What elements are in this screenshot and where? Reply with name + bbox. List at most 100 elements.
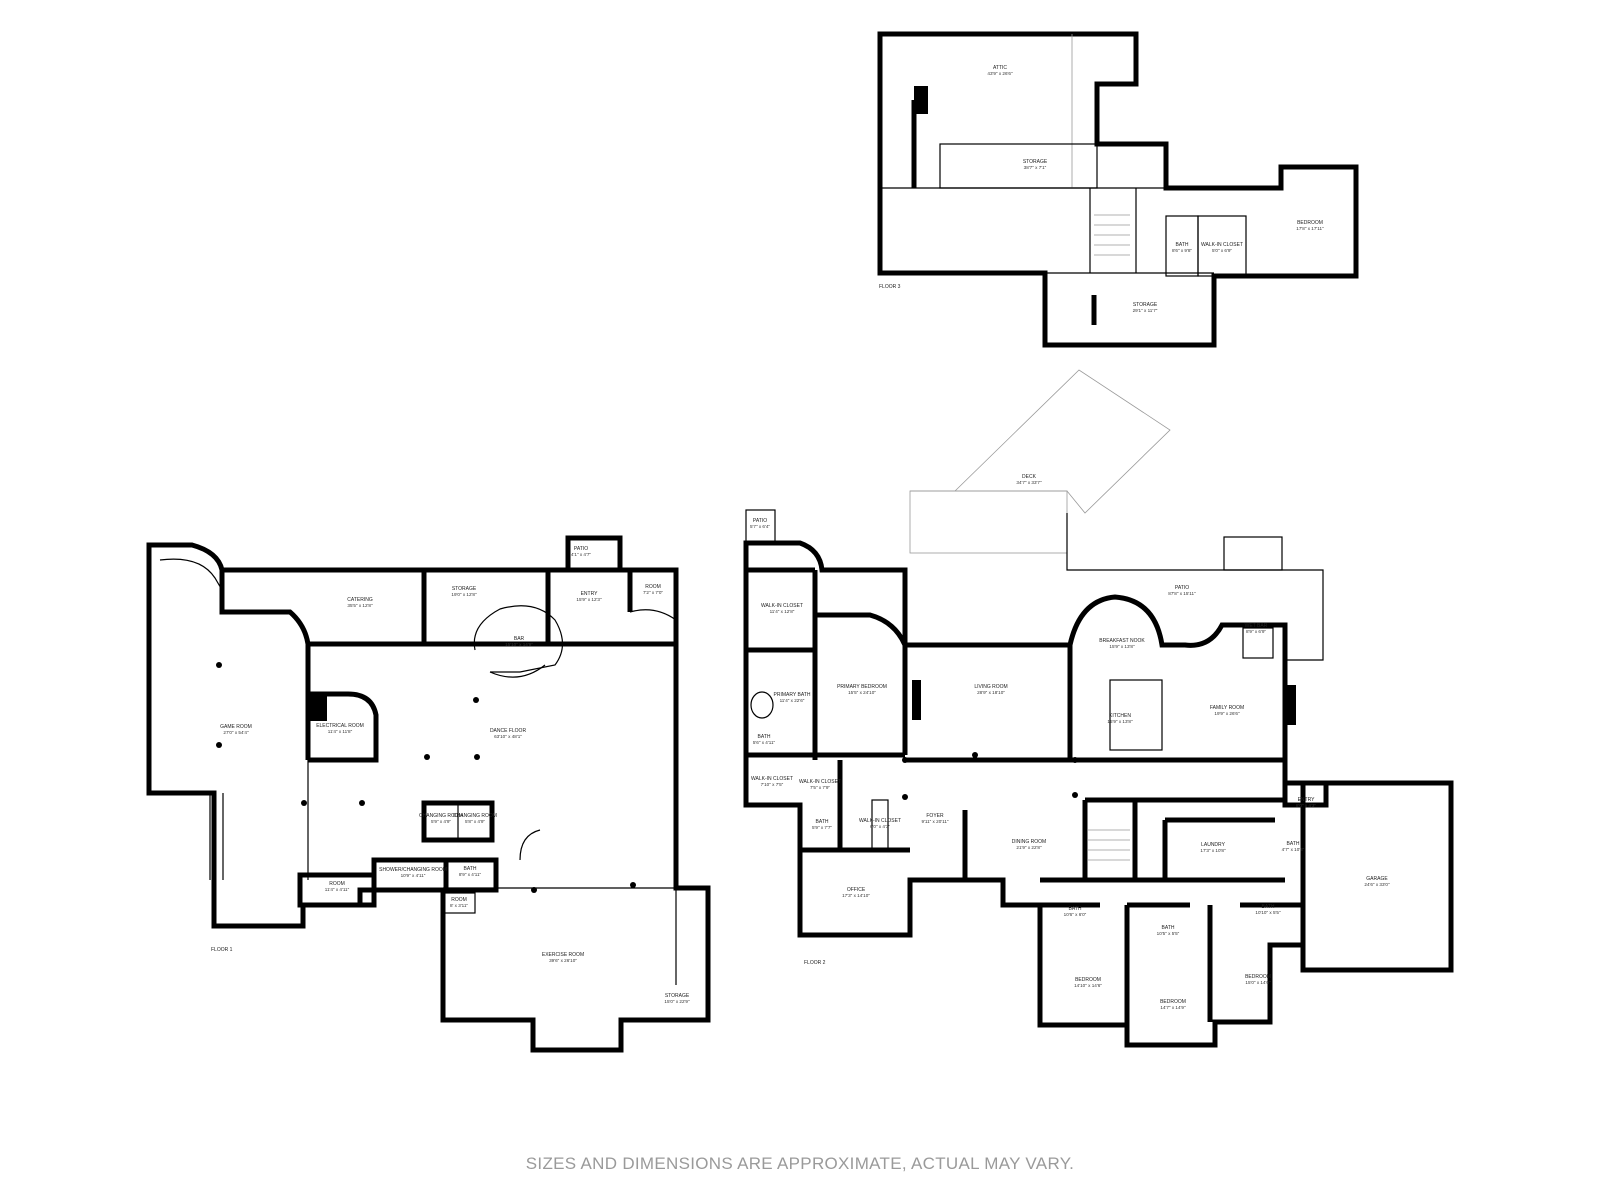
room-dim-entry-f1: 15'9" x 12'3" xyxy=(576,597,602,602)
floor-1-outline xyxy=(146,542,711,1053)
room-dim-walk-in-closet-3: 7'5" x 7'9" xyxy=(810,785,830,790)
room-dim-patio-f1: 4'1" x 4'7" xyxy=(571,552,591,557)
room-label-bedroom-f2a: BEDROOM xyxy=(1075,977,1101,983)
room-dim-storage-f3b: 29'1" x 11'7" xyxy=(1133,308,1158,313)
room-dim-bath-f2d: 10'6" x 6'0" xyxy=(1064,912,1087,917)
room-dim-exercise-room: 39'6" x 26'10" xyxy=(549,958,577,963)
room-dim-dining-room: 21'9" x 22'8" xyxy=(1016,845,1042,850)
room-dim-catering: 35'5" x 12'8" xyxy=(347,603,373,608)
room-dim-storage-f3a: 38'7" x 7'1" xyxy=(1024,165,1047,170)
room-label-bedroom-f2c: BEDROOM xyxy=(1245,974,1271,980)
room-label-walk-in-closet-4: WALK-IN CLOSET xyxy=(859,818,901,824)
room-dim-walk-in-closet-4: 6'0" x 4'3" xyxy=(870,824,890,829)
floor-2-outline xyxy=(743,540,1454,1048)
room-dim-walk-in-closet-1: 11'4" x 12'8" xyxy=(770,609,795,614)
room-label-storage-f3b: STORAGE xyxy=(1133,302,1158,308)
room-dim-bedroom-f2b: 14'7" x 14'9" xyxy=(1160,1005,1186,1010)
room-label-bath-f2e: BATH xyxy=(1162,925,1175,931)
room-label-catering: CATERING xyxy=(347,597,373,603)
room-dim-bar: 15'10" x 14'9" xyxy=(505,642,533,647)
room-dim-office: 17'3" x 14'10" xyxy=(842,893,870,898)
room-label-office: OFFICE xyxy=(847,887,866,893)
room-label-walk-in-closet-2: WALK-IN CLOSET xyxy=(751,776,793,782)
room-label-electrical-room: ELECTRICAL ROOM xyxy=(316,723,364,729)
room-label-dance-floor: DANCE FLOOR xyxy=(490,728,527,734)
room-label-entry-f1: ENTRY xyxy=(581,591,599,597)
room-dim-bath-f1: 8'9" x 4'11" xyxy=(459,872,482,877)
room-dim-patio-f2a: 5'7" x 6'4" xyxy=(750,524,770,529)
room-dim-bath-f2b: 5'9" x 7'7" xyxy=(812,825,832,830)
room-label-bath-f2c: BATH xyxy=(1287,841,1300,847)
room-label-changing-room-2: CHANGING ROOM xyxy=(453,813,497,819)
room-dim-bath-f2e: 10'5" x 5'5" xyxy=(1157,931,1180,936)
room-dim-changing-room-2: 5'8" x 4'9" xyxy=(465,819,485,824)
room-dim-family-room: 19'9" x 26'6" xyxy=(1214,711,1240,716)
disclaimer-text: SIZES AND DIMENSIONS ARE APPROXIMATE, AC… xyxy=(525,1154,1075,1173)
room-dim-bath-f2f: 10'10" x 5'5" xyxy=(1255,910,1281,915)
floor-3-plan: ATTIC 43'9" x 26'6" STORAGE 38'7" x 7'1"… xyxy=(877,31,1359,348)
room-label-bar: BAR xyxy=(514,636,525,642)
room-label-patio-f1: PATIO xyxy=(574,546,588,552)
room-label-garage: GARAGE xyxy=(1366,876,1388,882)
room-label-primary-bath: PRIMARY BATH xyxy=(774,692,811,698)
room-dim-kitchen: 15'9" x 13'8" xyxy=(1107,719,1133,724)
room-label-living-room: LIVING ROOM xyxy=(974,684,1007,690)
room-label-bath-f1: BATH xyxy=(464,866,477,872)
room-dim-living-room: 28'9" x 18'10" xyxy=(977,690,1005,695)
room-label-walk-in-closet-3: WALK-IN CLOSET xyxy=(799,779,841,785)
room-dim-bath-f2a: 5'6" x 4'11" xyxy=(753,740,776,745)
room-dim-walk-in-closet-f3: 5'0" x 6'9" xyxy=(1212,248,1232,253)
floor-2-label: FLOOR 2 xyxy=(804,960,826,966)
room-dim-storage-f1: 19'0" x 12'8" xyxy=(451,592,477,597)
room-dim-room-f1a: 7'2" x 7'0" xyxy=(643,590,663,595)
room-dim-dance-floor: 63'10" x 48'1" xyxy=(494,734,522,739)
room-label-changing-room-1: CHANGING ROOM xyxy=(419,813,463,819)
patio-outline xyxy=(1066,513,1324,661)
room-dim-attic: 43'9" x 26'6" xyxy=(987,71,1013,76)
floor-1-label: FLOOR 1 xyxy=(211,947,233,953)
room-label-bath-f2a: BATH xyxy=(758,734,771,740)
room-dim-room-f1c: 8' x 3'11" xyxy=(450,903,468,908)
room-dim-primary-bedroom: 15'5" x 24'10" xyxy=(848,690,876,695)
room-dim-primary-bath: 11'4" x 22'6" xyxy=(780,698,805,703)
room-label-entry-f2: ENTRY xyxy=(1298,797,1316,803)
room-dim-room-f1b: 11'4" x 4'11" xyxy=(325,887,350,892)
room-label-room-f1b: ROOM xyxy=(329,881,345,887)
room-label-storage-f1: STORAGE xyxy=(452,586,477,592)
room-label-breakfast-nook: BREAKFAST NOOK xyxy=(1099,638,1145,644)
floor-1-plan: GAME ROOM 27'0" x 54'4" CATERING 35'5" x… xyxy=(146,535,711,1053)
room-label-bedroom-f3: BEDROOM xyxy=(1297,220,1323,226)
room-label-attic: ATTIC xyxy=(993,65,1007,71)
deck-outline xyxy=(910,369,1171,514)
room-label-laundry: LAUNDRY xyxy=(1201,842,1225,848)
room-label-deck: DECK xyxy=(1022,474,1037,480)
room-label-shower-changing-room: SHOWER/CHANGING ROOM xyxy=(379,867,447,873)
room-dim-bedroom-f2a: 14'10" x 14'6" xyxy=(1074,983,1102,988)
room-label-exercise-room: EXERCISE ROOM xyxy=(542,952,584,958)
room-dim-laundry: 17'3" x 10'8" xyxy=(1200,848,1226,853)
room-dim-patio-f2b: 87'8" x 15'11" xyxy=(1168,591,1196,596)
room-label-walk-in-closet-f3: WALK-IN CLOSET xyxy=(1201,242,1243,248)
room-dim-garage: 24'6" x 33'0" xyxy=(1364,882,1390,887)
room-label-bath-f2b: BATH xyxy=(816,819,829,825)
room-label-bedroom-f2b: BEDROOM xyxy=(1160,999,1186,1005)
room-label-bath-f2f: BATH xyxy=(1262,904,1275,910)
room-label-kitchen: KITCHEN xyxy=(1109,713,1131,719)
floor-3-label: FLOOR 3 xyxy=(879,284,901,290)
floor-2-plan: DECK 34'7" x 33'7" PATIO 5'7" x 6'4" PAT… xyxy=(743,369,1454,1048)
room-dim-bedroom-f2c: 15'0" x 14'6" xyxy=(1245,980,1271,985)
room-label-room-f1a: ROOM xyxy=(645,584,661,590)
room-label-foyer: FOYER xyxy=(926,813,944,819)
room-label-bath-f3: BATH xyxy=(1176,242,1189,248)
room-label-room-f1c: ROOM xyxy=(451,897,467,903)
room-dim-breakfast-nook: 15'9" x 13'8" xyxy=(1109,644,1135,649)
room-label-wet-bar: WET BAR xyxy=(1245,623,1268,629)
room-dim-foyer: 9'11" x 20'11" xyxy=(921,819,948,824)
room-dim-bath-f3: 8'6" x 9'8" xyxy=(1172,248,1192,253)
room-dim-walk-in-closet-2: 7'10" x 7'5" xyxy=(761,782,784,787)
room-dim-shower-changing-room: 10'9" x 4'11" xyxy=(401,873,426,878)
room-dim-electrical-room: 11'4" x 11'8" xyxy=(328,729,353,734)
room-label-dining-room: DINING ROOM xyxy=(1012,839,1046,845)
room-label-walk-in-closet-1: WALK-IN CLOSET xyxy=(761,603,803,609)
